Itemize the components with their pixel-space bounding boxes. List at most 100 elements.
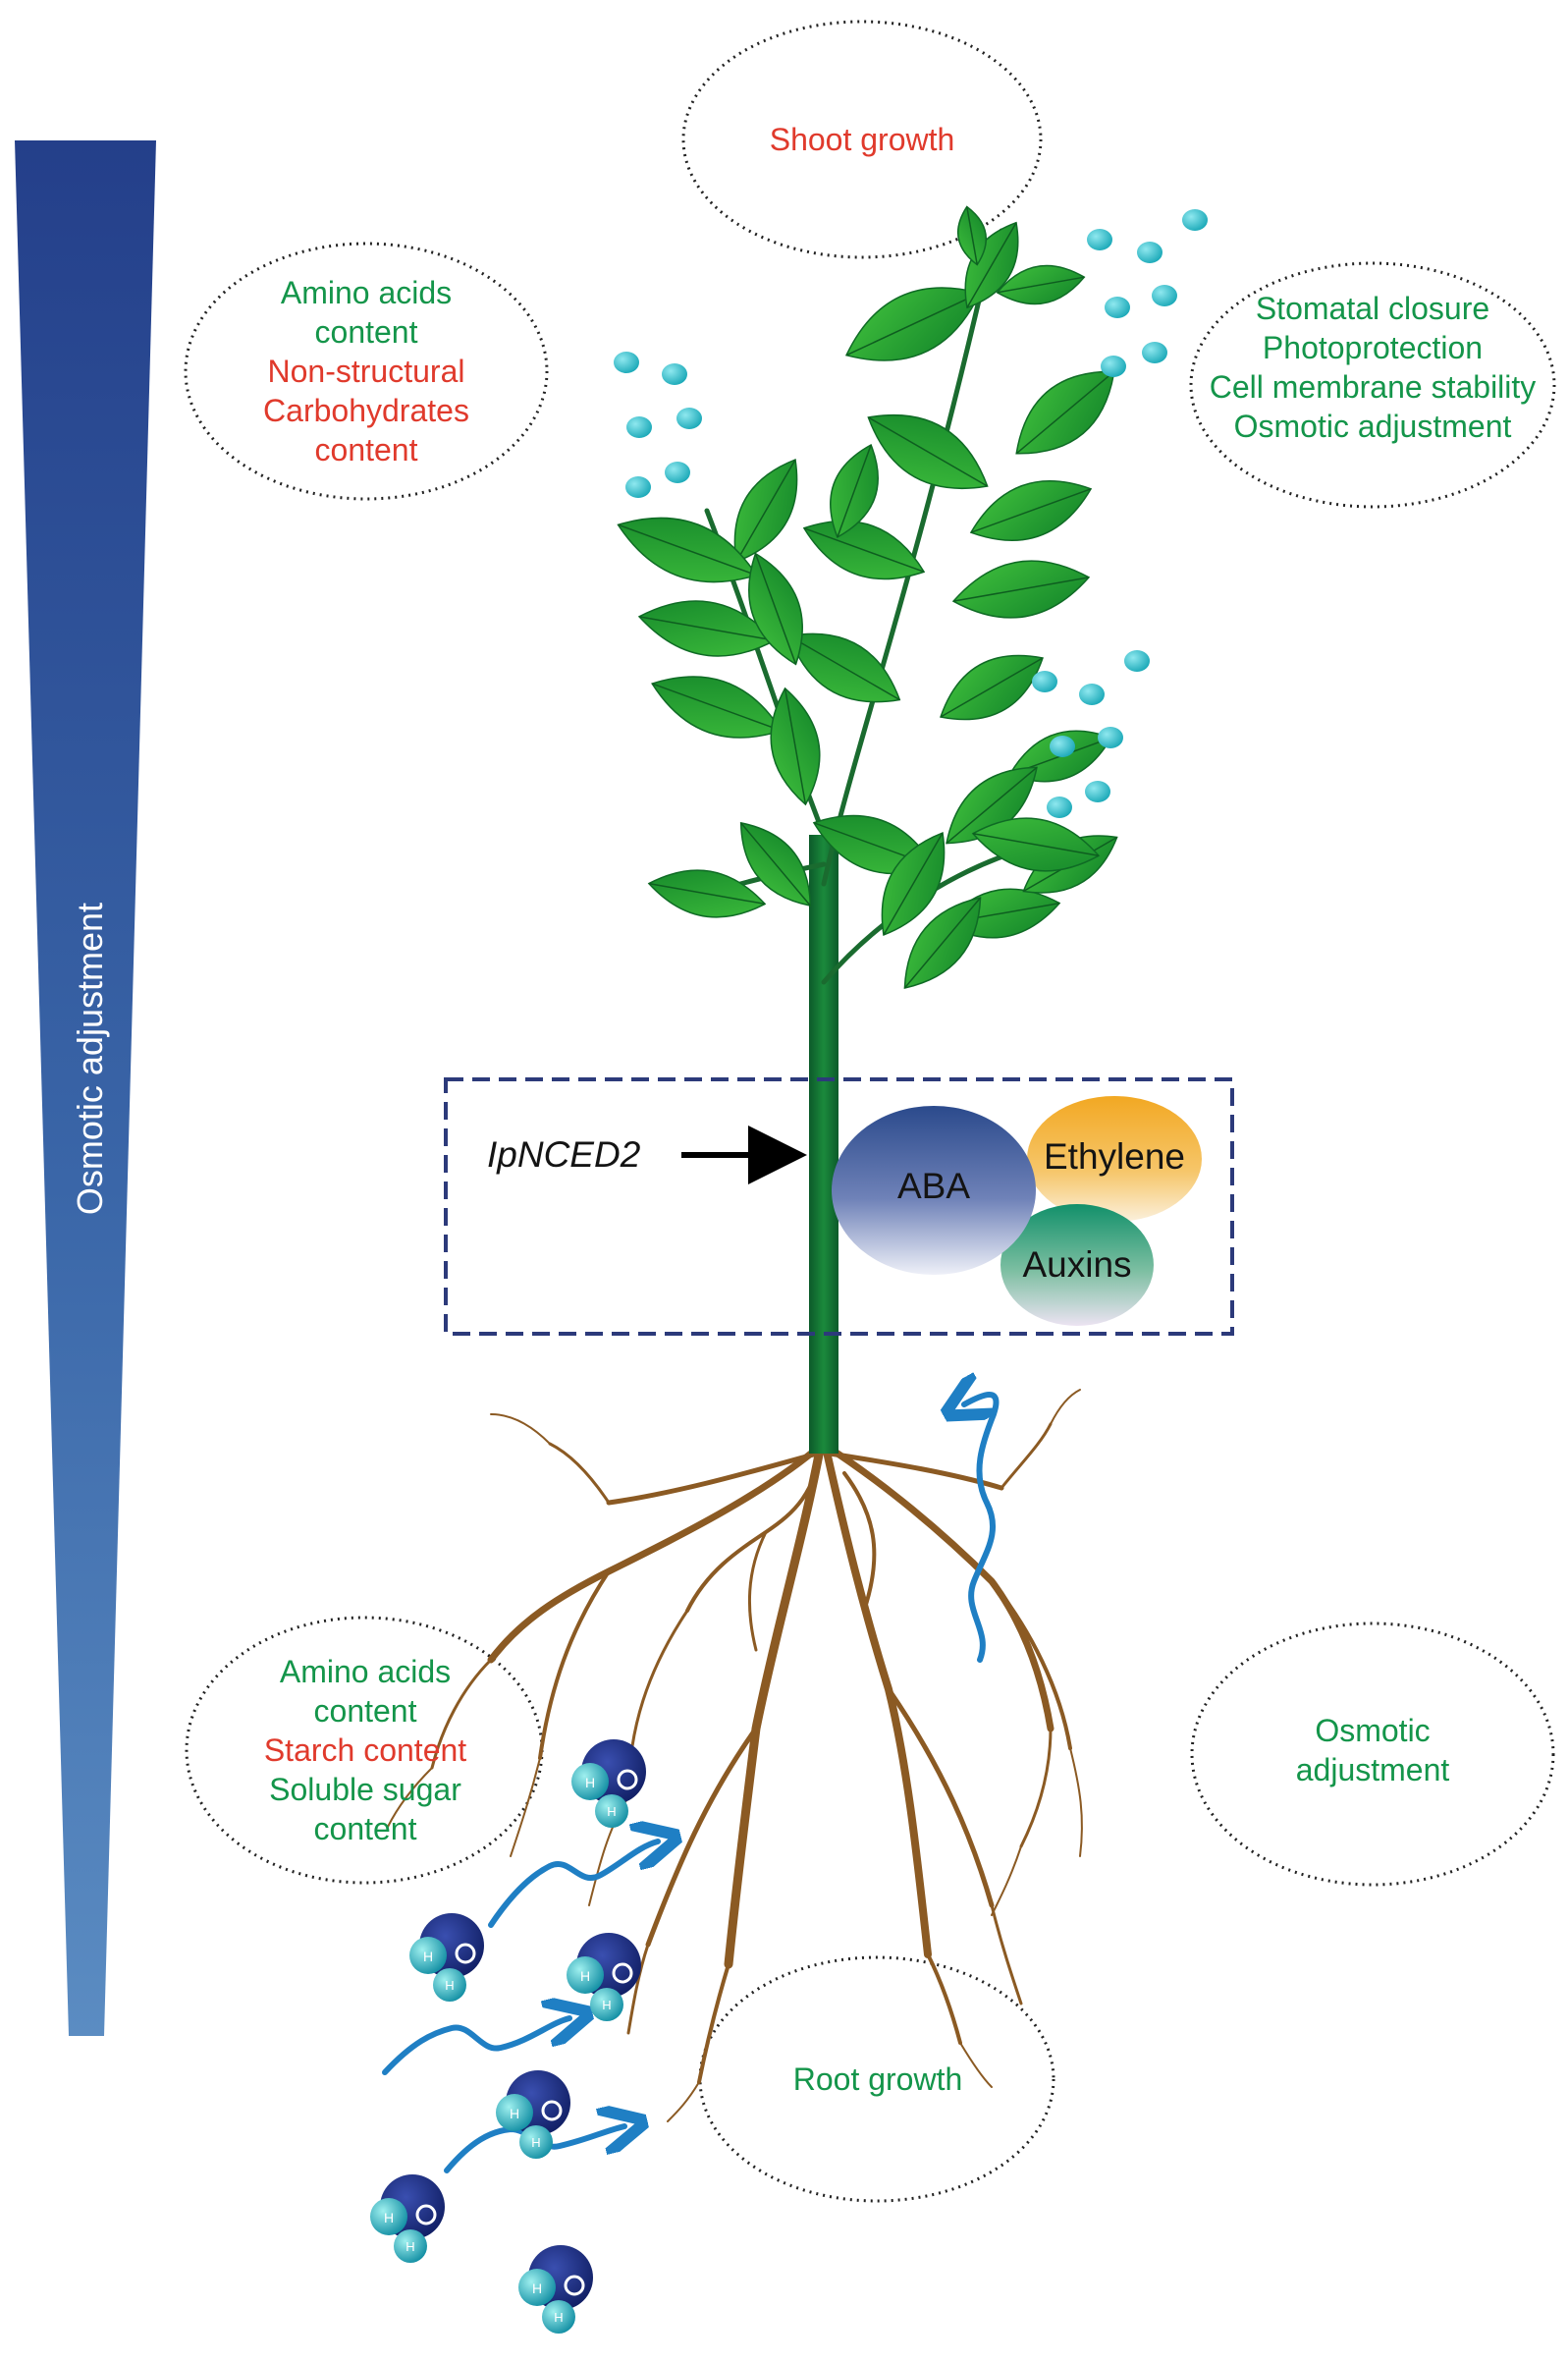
water-molecule-1: HH <box>409 1913 484 2002</box>
auxins-label: Auxins <box>1022 1244 1132 1285</box>
auxins-bubble <box>1000 1204 1154 1326</box>
leaf-4 <box>802 520 926 580</box>
leaf-13 <box>770 687 821 806</box>
starch-content-line: Starch content <box>263 1732 467 1768</box>
leaf-21 <box>739 821 812 907</box>
hydrogen-label: H <box>532 2281 542 2296</box>
water-molecule-3: HH <box>496 2070 570 2159</box>
ethylene-bubble <box>1027 1096 1202 1222</box>
content-line: content <box>313 1693 417 1729</box>
osmotic-line: Osmotic <box>1315 1713 1431 1748</box>
right-upper-ellipse-text: Stomatal closure Photoprotection Cell me… <box>1184 287 1561 448</box>
leaf-5 <box>951 560 1091 619</box>
gradient-bar <box>15 140 156 2036</box>
right-upper-ellipse <box>1189 261 1556 509</box>
hormone-box <box>444 1077 1234 1336</box>
bottom-ellipse <box>698 1955 1055 2203</box>
leaf-23 <box>964 221 1019 309</box>
shoot-growth-label: Shoot growth <box>732 116 992 163</box>
aba-label: ABA <box>896 1166 971 1206</box>
water-molecule-0: HH <box>571 1739 646 1828</box>
right-lower-ellipse-text: Osmotic adjustment <box>1233 1709 1512 1791</box>
left-upper-ellipse <box>184 242 549 501</box>
leaf-26 <box>971 817 1101 872</box>
leaf-7 <box>940 654 1044 721</box>
leaf-20 <box>647 869 767 918</box>
root-growth-label: Root growth <box>742 2056 1013 2103</box>
water-droplet-19 <box>1085 781 1110 802</box>
water-droplet-8 <box>1182 209 1208 231</box>
hydrogen-label: H <box>580 1968 590 1984</box>
content-line-2: content <box>314 432 418 467</box>
membrane-stability-line: Cell membrane stability <box>1209 369 1537 405</box>
osmotic-adjustment-bar-label: Osmotic adjustment <box>69 902 110 1216</box>
water-droplet-3 <box>676 408 702 429</box>
hydrogen-label: H <box>531 2135 540 2150</box>
water-droplet-13 <box>1124 650 1150 672</box>
shoot-growth-text: Shoot growth <box>769 122 955 157</box>
leaf-8 <box>733 458 798 564</box>
water-droplet-1 <box>662 363 687 385</box>
hydrogen-label: H <box>445 1978 454 1993</box>
content-line: content <box>314 314 418 350</box>
stem <box>809 835 838 1454</box>
right-lower-ellipse <box>1190 1621 1555 1887</box>
roots <box>387 1389 1083 2122</box>
hydrogen-label: H <box>602 1998 611 2012</box>
hydrogen-label: H <box>384 2210 394 2226</box>
leaf-22 <box>903 897 982 989</box>
stomatal-closure-line: Stomatal closure <box>1255 291 1490 326</box>
water-droplet-6 <box>1087 229 1112 250</box>
photoprotection-line: Photoprotection <box>1262 330 1484 365</box>
leaf-12 <box>651 676 783 739</box>
top-ellipse <box>681 20 1043 259</box>
hydrogen-label: H <box>423 1949 433 1964</box>
water-droplet-14 <box>1032 671 1057 692</box>
root-growth-text: Root growth <box>792 2061 963 2097</box>
content-line-2: content <box>313 1811 417 1846</box>
non-structural-line: Non-structural <box>267 354 465 389</box>
amino-acids-line: Amino acids <box>280 275 453 310</box>
water-droplet-7 <box>1137 242 1162 263</box>
leaf-11 <box>748 552 803 666</box>
leaf-24 <box>996 264 1086 305</box>
carbohydrates-line: Carbohydrates <box>263 393 469 428</box>
water-droplet-12 <box>1142 342 1167 363</box>
osmotic-adjustment-line: Osmotic adjustment <box>1233 409 1512 444</box>
hydrogen-label: H <box>585 1775 595 1790</box>
water-droplet-0 <box>614 352 639 373</box>
water-droplet-18 <box>1047 797 1072 818</box>
water-droplet-17 <box>1098 727 1123 748</box>
leaf-10 <box>637 600 777 657</box>
hydrogen-label: H <box>510 2106 519 2121</box>
ethylene-label: Ethylene <box>1044 1136 1185 1177</box>
soluble-sugar-line: Soluble sugar <box>269 1772 461 1807</box>
water-droplet-10 <box>1152 285 1177 306</box>
water-droplet-16 <box>1050 736 1075 757</box>
water-droplet-2 <box>626 416 652 438</box>
water-droplets <box>614 209 1208 818</box>
left-lower-ellipse-text: Amino acids content Starch content Solub… <box>192 1652 538 1848</box>
aba-bubble <box>832 1106 1036 1275</box>
hydrogen-label: H <box>607 1804 616 1819</box>
hydrogen-label: H <box>554 2310 563 2325</box>
gene-label: IpNCED2 <box>487 1134 641 1175</box>
hydrogen-label: H <box>406 2239 414 2254</box>
leaf-9 <box>617 517 758 583</box>
leaf-27 <box>830 443 879 539</box>
leaves <box>617 205 1118 989</box>
water-droplet-9 <box>1105 297 1130 318</box>
water-droplet-15 <box>1079 684 1105 705</box>
water-molecule-5: HH <box>518 2245 593 2334</box>
adjustment-line: adjustment <box>1295 1752 1450 1787</box>
leaf-25 <box>957 205 987 266</box>
water-molecule-2: HH <box>567 1933 641 2021</box>
water-droplet-4 <box>625 476 651 498</box>
amino-acids-line: Amino acids <box>279 1654 452 1689</box>
left-upper-ellipse-text: Amino acids content Non-structural Carbo… <box>193 273 539 469</box>
leaf-2 <box>867 413 989 490</box>
leaf-17 <box>881 831 946 937</box>
water-molecule-4: HH <box>370 2174 445 2263</box>
